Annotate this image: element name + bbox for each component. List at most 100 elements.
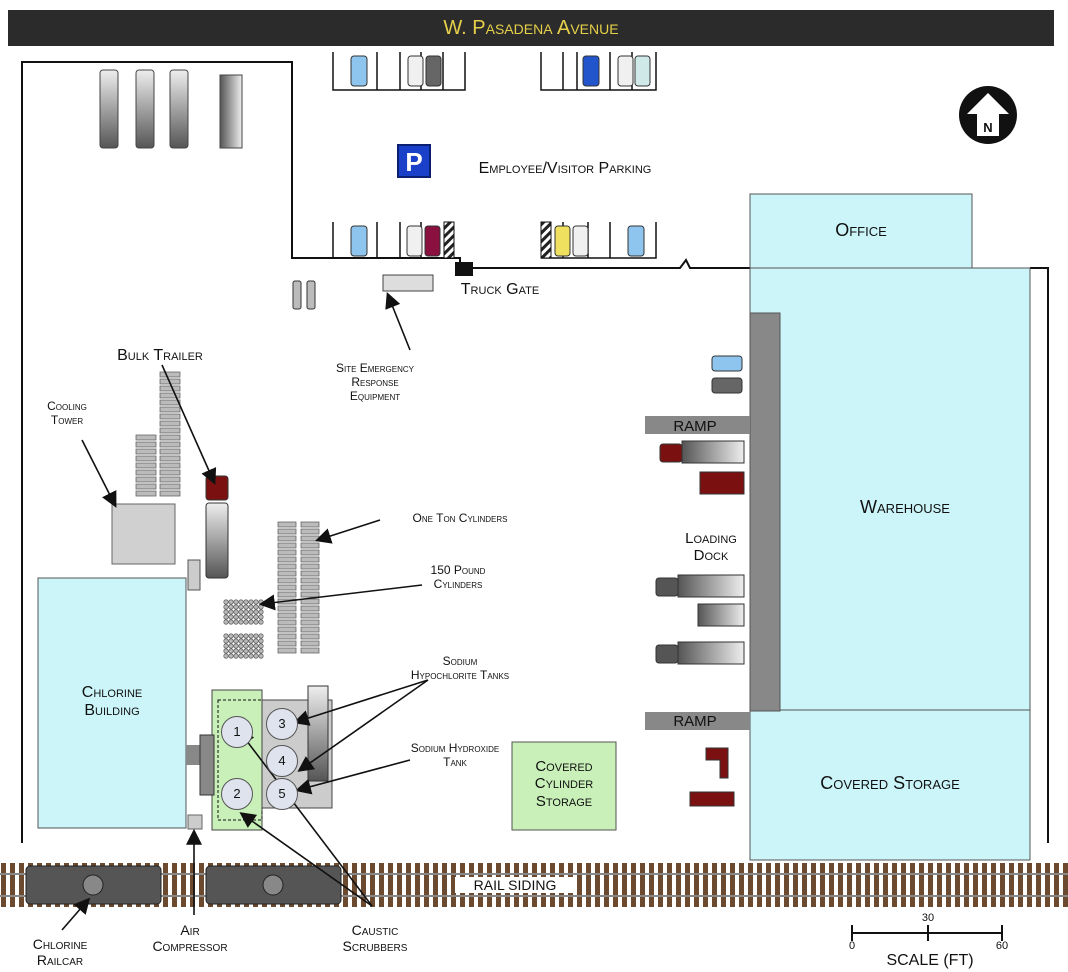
small-cylinder: [223, 619, 229, 625]
ladder: [187, 559, 201, 591]
north-letter: N: [983, 120, 993, 135]
small-cylinder: [243, 633, 249, 639]
small-cylinder: [228, 619, 234, 625]
cylinder: [159, 371, 181, 378]
small-cylinder: [223, 614, 229, 620]
parking-label: Employee/Visitor Parking: [478, 160, 652, 177]
small-cylinder: [233, 614, 239, 620]
chlorine-dock: [186, 745, 202, 765]
small-cylinder: [243, 619, 249, 625]
warehouse-label: Warehouse: [860, 497, 950, 517]
street-banner: W. Pasadena Avenue: [8, 10, 1054, 46]
cylinder: [159, 385, 181, 392]
small-cylinder: [253, 614, 259, 620]
cylinder: [159, 427, 181, 434]
small-cylinder: [228, 614, 234, 620]
cooling-tower: [111, 503, 176, 565]
small-cylinder: [253, 633, 259, 639]
cylinder: [135, 434, 157, 441]
rail-cars: [25, 865, 342, 905]
small-cylinder: [233, 638, 239, 644]
cylinder: [277, 584, 297, 591]
small-cylinder: [243, 653, 249, 659]
cylinder: [135, 455, 157, 462]
small-cylinder: [248, 648, 254, 654]
parked-cars: [292, 55, 743, 394]
parking-stalls-top: [332, 52, 657, 91]
covered-cylinder-label: Covered Cylinder Storage: [534, 758, 594, 810]
site-fence-east: [1030, 267, 1049, 843]
cylinder: [159, 448, 181, 455]
small-cylinder: [233, 609, 239, 615]
small-cylinder: [233, 643, 239, 649]
small-cylinder: [253, 599, 259, 605]
dock-trucks: [655, 440, 745, 807]
small-cylinder: [228, 643, 234, 649]
office-building: [749, 193, 973, 270]
tank-3: 3: [266, 708, 298, 740]
small-cylinder: [228, 653, 234, 659]
cylinder: [159, 455, 181, 462]
cylinder: [277, 521, 297, 528]
cylinder: [277, 570, 297, 577]
small-cylinder: [253, 653, 259, 659]
small-cylinder: [228, 604, 234, 610]
small-cylinder: [258, 653, 264, 659]
small-cylinder: [223, 653, 229, 659]
cylinder: [159, 469, 181, 476]
cylinder: [300, 542, 320, 549]
small-cylinder: [238, 599, 244, 605]
north-arrow-icon: N: [959, 86, 1017, 144]
cylinder: [277, 528, 297, 535]
rail-siding-label: RAIL SIDING: [473, 877, 557, 893]
cylinder: [277, 619, 297, 626]
gate-barrier-right: [540, 221, 552, 259]
small-cylinder: [258, 643, 264, 649]
cylinder: [277, 577, 297, 584]
cylinder: [277, 556, 297, 563]
small-cylinder: [243, 638, 249, 644]
hydroxide-label: Sodium Hydroxide Tank: [410, 741, 500, 769]
cylinder: [300, 626, 320, 633]
small-cylinder: [228, 638, 234, 644]
chlorine-building-label: Chlorine Building: [81, 684, 143, 720]
cylinder: [159, 490, 181, 497]
cylinder: [277, 563, 297, 570]
small-cylinder: [258, 609, 264, 615]
cylinder: [300, 549, 320, 556]
small-cylinder: [258, 633, 264, 639]
small-cylinder: [233, 648, 239, 654]
small-cylinder: [233, 599, 239, 605]
small-cylinder: [248, 638, 254, 644]
cylinder: [135, 483, 157, 490]
cylinder: [277, 612, 297, 619]
cylinder: [277, 591, 297, 598]
cylinder: [277, 647, 297, 654]
truck-gate-label: Truck Gate: [460, 281, 540, 298]
tank-truck: [307, 685, 329, 782]
one-ton-label: One Ton Cylinders: [412, 511, 508, 525]
cylinder: [300, 535, 320, 542]
pound150-label: 150 Pound Cylinders: [430, 563, 486, 591]
cylinder: [135, 469, 157, 476]
scrubber-unit: [199, 734, 215, 796]
ramp-south-label: RAMP: [673, 713, 717, 730]
cylinder: [135, 462, 157, 469]
cylinder: [300, 633, 320, 640]
small-cylinder: [253, 648, 259, 654]
scale-tick-60: 60: [995, 940, 1009, 952]
small-cylinder: [238, 633, 244, 639]
small-cylinder: [248, 619, 254, 625]
chlorine-building: [37, 577, 187, 829]
cylinder: [159, 462, 181, 469]
cylinder: [277, 626, 297, 633]
cylinder: [135, 476, 157, 483]
scale-tick-30: 30: [921, 912, 935, 924]
cylinder: [159, 406, 181, 413]
small-cylinder: [243, 614, 249, 620]
small-cylinder: [243, 599, 249, 605]
small-cylinder: [248, 643, 254, 649]
cylinder: [159, 413, 181, 420]
small-cylinder: [258, 648, 264, 654]
small-cylinder: [258, 604, 264, 610]
